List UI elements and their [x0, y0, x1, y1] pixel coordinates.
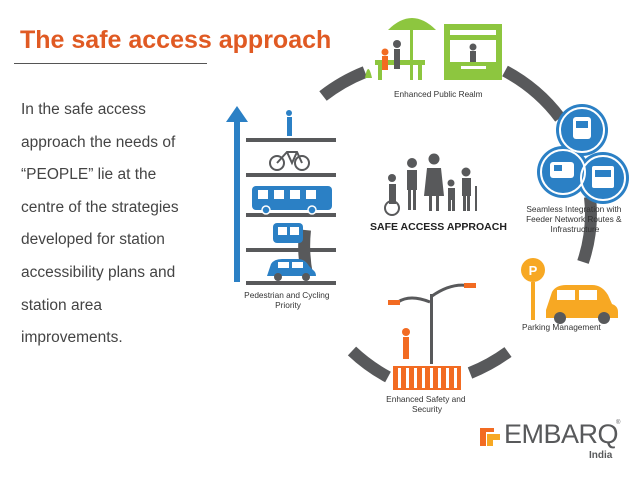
body-line: “PEOPLE” lie at the — [21, 166, 157, 184]
parking-icon: P — [521, 258, 618, 324]
ring-arc — [502, 65, 565, 122]
pedestrian-label: Pedestrian and Cycling Priority — [244, 290, 332, 310]
priority-arrow-icon — [234, 120, 240, 282]
wheelchair-icon — [384, 200, 400, 216]
people-group-icon — [384, 153, 477, 216]
bicycle-icon — [269, 151, 310, 171]
ring-arc — [347, 346, 391, 383]
slide-title: The safe access approach — [20, 26, 332, 54]
body-line: station area — [21, 296, 102, 314]
body-line: improvements. — [21, 329, 123, 347]
zebra-crossing-icon — [393, 366, 461, 390]
street-lamp-icon — [430, 294, 433, 364]
safety-icon — [388, 283, 476, 390]
body-line: developed for station — [21, 231, 165, 249]
embarq-logo-sub: India — [589, 450, 613, 461]
ring-arc — [577, 196, 597, 264]
embarq-logo-trademark: ® — [616, 420, 621, 426]
integration-icon — [537, 104, 629, 204]
body-line: accessibility plans and — [21, 263, 176, 281]
parking-label: Parking Management — [522, 322, 602, 332]
body-text: In the safe access approach the needs of… — [21, 94, 211, 355]
title-divider — [14, 63, 207, 64]
public-realm-label: Enhanced Public Realm — [394, 89, 483, 99]
safety-label: Enhanced Safety and Security — [386, 394, 468, 414]
ring-arc — [467, 347, 512, 379]
umbrella-icon — [388, 18, 436, 30]
integration-label: Seamless Integration with Feeder Network… — [526, 204, 624, 234]
embarq-logo-mark — [480, 428, 500, 446]
parking-sign-letter: P — [529, 263, 538, 278]
center-label: SAFE ACCESS APPROACH — [370, 221, 507, 233]
ring-arc — [319, 66, 368, 101]
public-realm-icon — [365, 18, 502, 80]
body-line: In the safe access — [21, 101, 146, 118]
body-line: centre of the strategies — [21, 198, 179, 216]
pedestrian-priority-icon — [226, 106, 336, 285]
embarq-logo-word: EMBARQ — [504, 419, 619, 449]
pedestrian-icon — [286, 110, 292, 116]
body-line: approach the needs of — [21, 133, 176, 151]
